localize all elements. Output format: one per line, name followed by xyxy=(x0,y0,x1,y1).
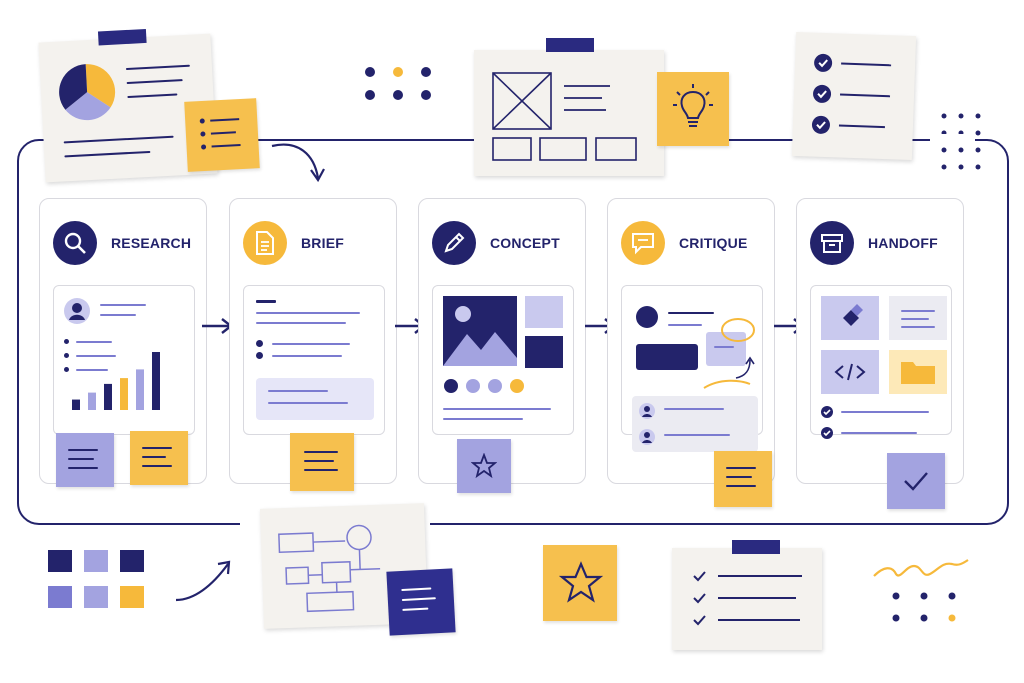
pencil-icon xyxy=(432,221,476,265)
pie-chart xyxy=(59,64,116,121)
stage-title: CRITIQUE xyxy=(679,235,748,251)
bar-chart xyxy=(72,352,160,410)
sticky-note xyxy=(56,433,114,487)
stage-card-concept: CONCEPT xyxy=(418,198,586,493)
flowchart-sketch xyxy=(259,503,429,629)
color-palette-grid xyxy=(48,550,144,608)
pie-slice xyxy=(59,64,88,110)
bar xyxy=(120,378,128,410)
avatar xyxy=(636,306,658,328)
wireframe-sketch xyxy=(474,38,664,176)
archive-box-icon xyxy=(810,221,854,265)
checklist-sticky-note xyxy=(184,98,260,172)
star-icon xyxy=(471,453,497,479)
bar xyxy=(72,399,80,410)
bar xyxy=(104,383,112,410)
color-swatch xyxy=(510,379,524,393)
avatar xyxy=(64,298,90,324)
stage-title: RESEARCH xyxy=(111,235,192,251)
checklist-note xyxy=(791,31,917,161)
code-icon xyxy=(821,350,879,394)
folder-icon xyxy=(889,350,947,394)
image-placeholder xyxy=(443,296,517,366)
brief-panel xyxy=(243,285,385,435)
bar xyxy=(136,369,144,410)
sticky-note xyxy=(714,451,772,507)
speech-bubble-icon xyxy=(621,221,665,265)
star-sticky-note xyxy=(543,545,617,621)
concept-panel xyxy=(432,285,574,435)
stage-title: HANDOFF xyxy=(868,235,938,251)
star-sticky-note xyxy=(457,439,511,493)
critique-panel xyxy=(621,285,763,452)
checkmark-icon xyxy=(904,472,928,491)
squiggle-decoration xyxy=(873,559,969,577)
sticky-note xyxy=(130,431,188,485)
search-icon xyxy=(53,221,97,265)
pie-chart-note xyxy=(38,28,218,183)
color-swatch xyxy=(488,379,502,393)
lightbulb-icon xyxy=(673,84,713,127)
color-swatch xyxy=(466,379,480,393)
sticky-note xyxy=(386,568,456,636)
dot-grid-decoration xyxy=(941,113,981,170)
component-tile xyxy=(821,296,879,340)
dot-grid-decoration xyxy=(365,67,431,100)
stage-title: BRIEF xyxy=(301,235,344,251)
bar xyxy=(152,352,160,410)
stage-card-brief: BRIEF xyxy=(229,198,397,491)
stage-title: CONCEPT xyxy=(490,235,560,251)
color-swatches xyxy=(444,379,524,393)
pie-slice xyxy=(65,92,111,121)
curved-arrow xyxy=(271,143,325,183)
annotation-marks xyxy=(703,318,755,389)
color-swatch xyxy=(444,379,458,393)
checklist-note xyxy=(672,540,822,650)
bar xyxy=(88,392,96,410)
research-panel xyxy=(53,285,195,435)
approved-sticky-note xyxy=(887,453,945,509)
sticky-note xyxy=(290,433,354,491)
star-icon xyxy=(559,561,603,603)
handoff-panel xyxy=(810,285,952,439)
idea-sticky-note xyxy=(657,72,729,146)
stage-card-research: RESEARCH xyxy=(39,198,207,487)
comment-list xyxy=(632,396,758,452)
stage-card-critique: CRITIQUE xyxy=(607,198,775,507)
dot-grid-decoration xyxy=(892,592,956,622)
curved-arrow xyxy=(175,560,231,602)
stage-card-handoff: HANDOFF xyxy=(796,198,964,509)
pie-slice xyxy=(85,64,116,108)
document-icon xyxy=(243,221,287,265)
